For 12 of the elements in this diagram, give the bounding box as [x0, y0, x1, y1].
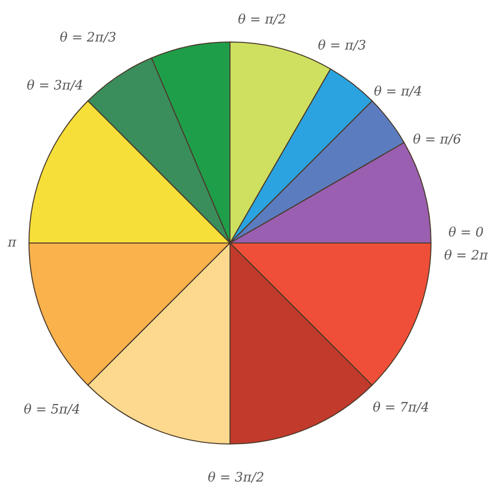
angle-label: θ = 5π/4	[24, 402, 80, 418]
angle-label: θ = 7π/4	[372, 400, 430, 416]
angle-label: θ = 3π/2	[208, 470, 264, 486]
angle-label: θ = π/6	[412, 132, 462, 148]
angle-label: θ = 2π	[444, 248, 488, 264]
angle-label: θ = π/4	[374, 84, 422, 100]
angle-label: π	[8, 236, 16, 250]
angle-label: θ = π/3	[318, 38, 366, 54]
angle-label: θ = 0	[448, 226, 484, 240]
angle-label: θ = 3π/4	[26, 78, 84, 94]
angle-label: θ = 2π/3	[60, 30, 116, 46]
angle-label: θ = π/2	[238, 12, 286, 28]
